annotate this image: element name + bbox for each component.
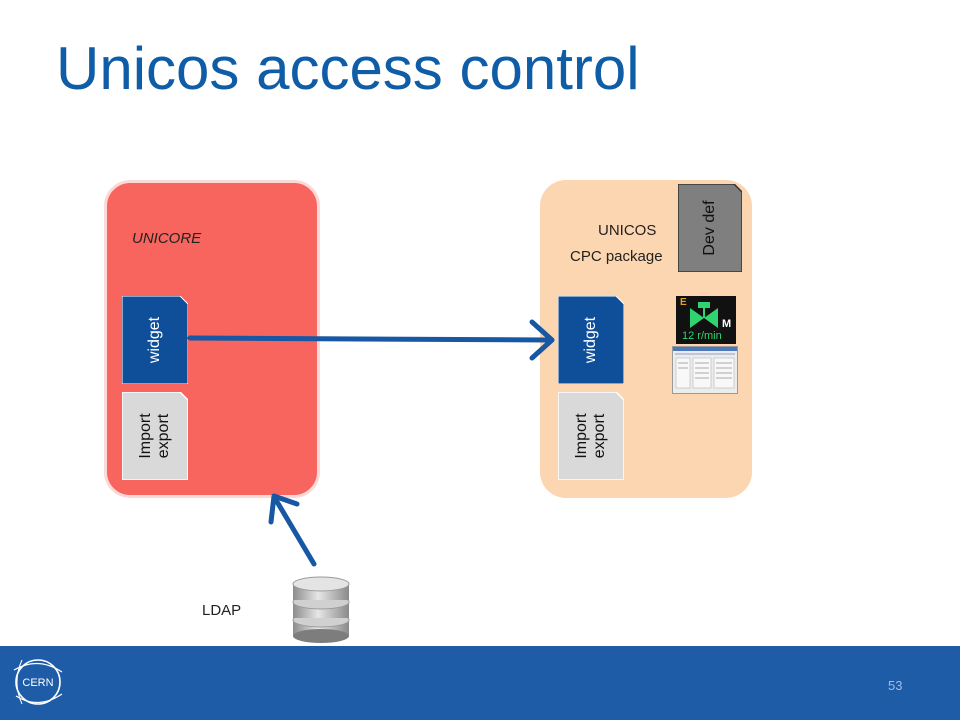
cern-logo-text: CERN [22,677,53,689]
valve-widget-screenshot: E M 12 r/min [676,296,736,344]
unicore-import-export-card: Import export [122,392,188,480]
valve-readout: 12 r/min [682,330,722,342]
cpc-package-label: CPC package [570,248,663,265]
footer-bar [0,646,960,720]
valve-m-letter: M [722,318,732,330]
unicore-label: UNICORE [132,230,202,247]
page-number: 53 [888,678,903,693]
dev-def-card: Dev def [678,184,742,272]
cern-logo-icon: CERN [13,659,63,705]
ldap-arrowhead [268,493,300,525]
faceplate-panel-screenshot [672,346,738,394]
unicore-widget-card: widget [122,296,188,384]
valve-e-letter: E [680,297,687,308]
ldap-arrow-line [273,497,317,567]
widget-link-arrowhead [529,319,555,361]
database-icon [292,576,350,643]
unicos-widget-card: widget [558,296,624,384]
unicos-import-export-card: Import export [558,392,624,480]
widget-link-arrow-line [187,335,551,343]
unicos-label: UNICOS [598,222,657,239]
ldap-label: LDAP [202,602,242,619]
slide-title: Unicos access control [56,35,640,102]
